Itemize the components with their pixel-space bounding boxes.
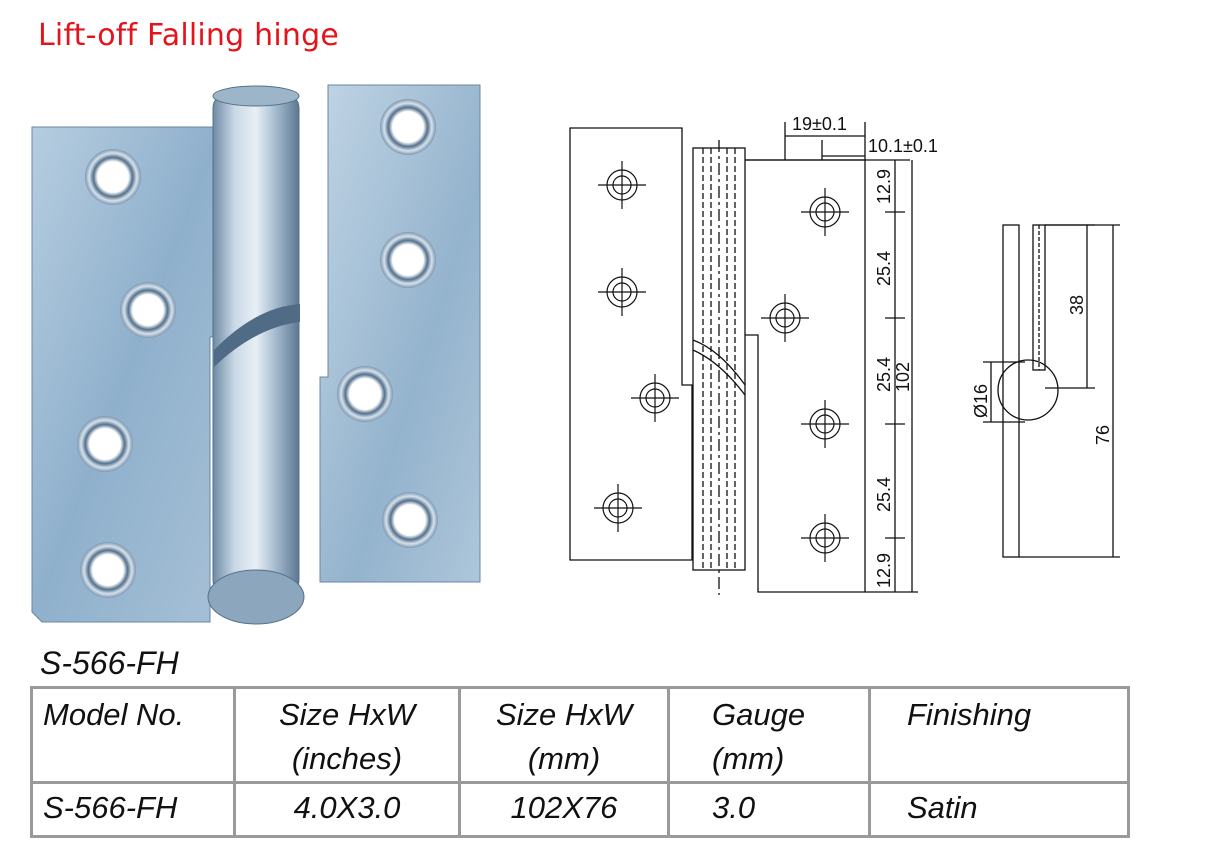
cell-size-mm: 102X76 — [458, 781, 670, 838]
dim-bottom-label: 12.9 — [874, 553, 894, 588]
dim-total-label: 102 — [893, 362, 913, 392]
cell-model: S-566-FH — [30, 781, 236, 838]
dim-19-label: 19±0.1 — [792, 114, 847, 134]
hinge-photo — [31, 84, 481, 625]
dim-seg2-label: 25.4 — [874, 357, 894, 392]
header-model: Model No. — [30, 686, 236, 784]
model-label: S-566-FH — [40, 645, 179, 681]
table-header-row: Model No. Size HxW (inches) Size HxW (mm… — [30, 686, 1130, 784]
dim-seg1-label: 25.4 — [874, 251, 894, 286]
dim-38-label: 38 — [1067, 295, 1087, 315]
spec-table: Model No. Size HxW (inches) Size HxW (mm… — [30, 686, 1130, 838]
side-drawing: 38 76 Ø16 — [971, 224, 1120, 558]
header-finishing: Finishing — [868, 686, 1130, 784]
header-size-inches: Size HxW (inches) — [233, 686, 461, 784]
dim-76-label: 76 — [1093, 425, 1113, 445]
dim-seg3-label: 25.4 — [874, 477, 894, 512]
front-drawing: 19±0.1 10.1±0.1 12.9 25.4 25.4 25.4 12.9… — [569, 114, 938, 595]
dim-top-label: 12.9 — [874, 169, 894, 204]
dim-10-label: 10.1±0.1 — [868, 136, 938, 156]
cell-size-inches: 4.0X3.0 — [233, 781, 461, 838]
dim-diameter-label: Ø16 — [971, 384, 991, 418]
cell-finishing: Satin — [868, 781, 1130, 838]
header-size-mm: Size HxW (mm) — [458, 686, 670, 784]
table-row: S-566-FH 4.0X3.0 102X76 3.0 Satin — [30, 781, 1130, 838]
header-gauge: Gauge (mm) — [667, 686, 871, 784]
cell-gauge: 3.0 — [667, 781, 871, 838]
page-title: Lift-off Falling hinge — [38, 18, 339, 53]
